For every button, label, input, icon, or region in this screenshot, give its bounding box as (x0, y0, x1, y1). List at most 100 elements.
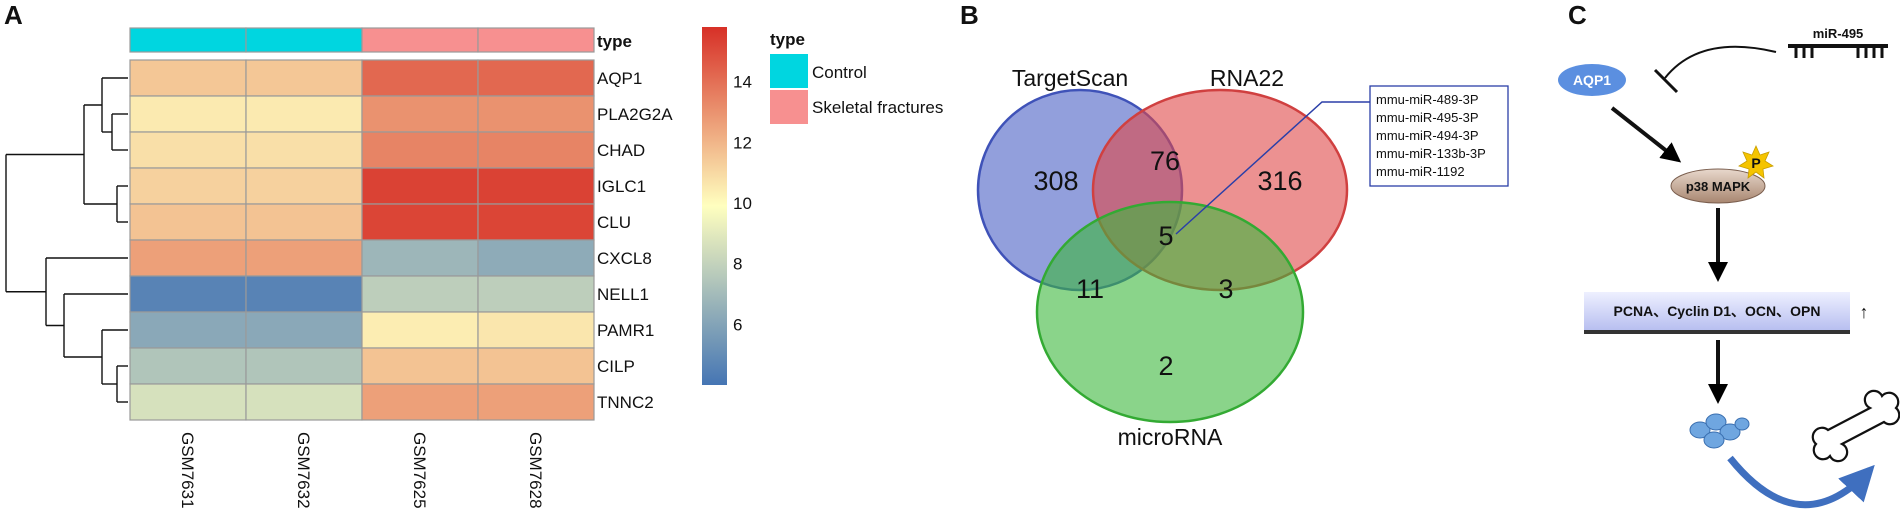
colorbar-tick-label: 10 (733, 194, 752, 213)
heatmap-cell (129, 131, 247, 169)
heatmap-cell (245, 347, 363, 385)
heatmap-cell (361, 347, 479, 385)
heatmap-cell (361, 311, 479, 349)
legend-swatch-skeletal-fractures (770, 90, 808, 124)
heatmap-cell (245, 239, 363, 277)
heatmap-cell (477, 347, 595, 385)
callout-item-2: mmu-miR-495-3P (1376, 110, 1479, 125)
gene-label: CHAD (597, 141, 645, 160)
row-dendrogram (5, 77, 128, 403)
gene-label: AQP1 (597, 69, 642, 88)
sample-label: GSM7631 (178, 432, 197, 509)
inhibition-curve (1664, 45, 1777, 79)
type-bar-cell (361, 27, 479, 53)
legend-swatch-control (770, 54, 808, 88)
heatmap-cell (477, 59, 595, 97)
panel-a-letter: A (4, 0, 23, 30)
heatmap-cell (129, 203, 247, 241)
heatmap-cell (361, 131, 479, 169)
venn-label-targetscan: TargetScan (1012, 65, 1128, 91)
colorbar-tick-label: 8 (733, 255, 742, 274)
heatmap-cell (129, 347, 247, 385)
type-legend-title: type (770, 30, 805, 49)
heatmap-cell (361, 203, 479, 241)
differentiation-curved-arrow (1727, 455, 1875, 509)
heatmap-cell (361, 275, 479, 313)
p38-mapk-label: p38 MAPK (1686, 179, 1751, 194)
gene-labels: AQP1PLA2G2ACHADIGLC1CLUCXCL8NELL1PAMR1CI… (597, 69, 673, 412)
callout-item-4: mmu-miR-133b-3P (1376, 146, 1486, 161)
venn-count-all-three: 5 (1158, 221, 1173, 251)
venn-label-rna22: RNA22 (1210, 65, 1284, 91)
aqp1-label: AQP1 (1573, 72, 1611, 88)
type-bar-cell (477, 27, 595, 53)
sample-label: GSM7632 (294, 432, 313, 509)
type-legend: type Control Skeletal fractures (770, 30, 943, 124)
heatmap-cell (245, 275, 363, 313)
venn-count-targetscan-rna22: 76 (1150, 146, 1180, 176)
mirna-label: miR-495 (1813, 26, 1864, 41)
type-bar-cell (245, 27, 363, 53)
colorbar-tick-label: 14 (733, 73, 752, 92)
gene-label: PLA2G2A (597, 105, 673, 124)
callout-box (1369, 85, 1509, 187)
targets-label: PCNA、Cyclin D1、OCN、OPN (1614, 303, 1821, 319)
heatmap-cell (245, 383, 363, 421)
gene-label: PAMR1 (597, 321, 654, 340)
heatmap-cell (361, 59, 479, 97)
heatmap-cell (129, 167, 247, 205)
gene-label: NELL1 (597, 285, 649, 304)
heatmap-cells (129, 59, 595, 421)
type-annotation-bar (129, 27, 595, 53)
upregulation-arrow-icon: ↑ (1860, 302, 1869, 322)
heatmap-cell (477, 203, 595, 241)
legend-label-skeletal-fractures: Skeletal fractures (812, 98, 943, 117)
phospho-label: P (1751, 155, 1760, 171)
panel-a-heatmap: A type AQP1PLA2G2ACHADIGLC1CLUCXCL8NELL1… (4, 0, 943, 509)
heatmap-cell (245, 311, 363, 349)
heatmap-cell (361, 383, 479, 421)
venn-count-targetscan-microrna: 11 (1076, 274, 1104, 304)
targets-box (1584, 292, 1850, 330)
gene-label: CILP (597, 357, 635, 376)
heatmap-cell (245, 203, 363, 241)
callout-leader-line (1175, 101, 1370, 235)
gene-label: CXCL8 (597, 249, 652, 268)
callout-item-3: mmu-miR-494-3P (1376, 128, 1479, 143)
heatmap-cell (477, 131, 595, 169)
heatmap-cell (477, 275, 595, 313)
heatmap-cell (245, 95, 363, 133)
mirna-seed-teeth (1794, 46, 1884, 58)
heatmap-cell (477, 95, 595, 133)
heatmap-cell (477, 239, 595, 277)
venn-circle-microrna (1035, 200, 1305, 424)
panel-c-pathway: C miR-495 AQP1 p38 MAPK P PCNA、 (1558, 0, 1900, 509)
sample-labels: GSM7631 GSM7632 GSM7625 GSM7628 (178, 432, 545, 509)
sample-label: GSM7625 (410, 432, 429, 509)
aqp1-oval (1558, 64, 1626, 96)
colorbar-tick-label: 12 (733, 133, 752, 152)
gene-label: IGLC1 (597, 177, 646, 196)
type-bar-cell (129, 27, 247, 53)
phospho-star-icon (1738, 145, 1774, 179)
inhibition-bar (1653, 68, 1679, 94)
heatmap-cell (245, 167, 363, 205)
callout-item-1: mmu-miR-489-3P (1376, 92, 1479, 107)
venn-label-microrna: microRNA (1118, 424, 1223, 450)
panel-b-letter: B (960, 0, 979, 30)
heatmap-cell (477, 311, 595, 349)
bone-icon (1811, 389, 1900, 463)
sample-label: GSM7628 (526, 432, 545, 509)
heatmap-cell (245, 131, 363, 169)
arrow-aqp1-to-p38 (1610, 106, 1682, 163)
heatmap-cell (245, 59, 363, 97)
venn-count-microrna-only: 2 (1158, 351, 1173, 381)
heatmap-cell (129, 59, 247, 97)
venn-count-targetscan-only: 308 (1033, 166, 1078, 196)
heatmap-cell (129, 239, 247, 277)
heatmap-cell (361, 167, 479, 205)
legend-label-control: Control (812, 63, 867, 82)
